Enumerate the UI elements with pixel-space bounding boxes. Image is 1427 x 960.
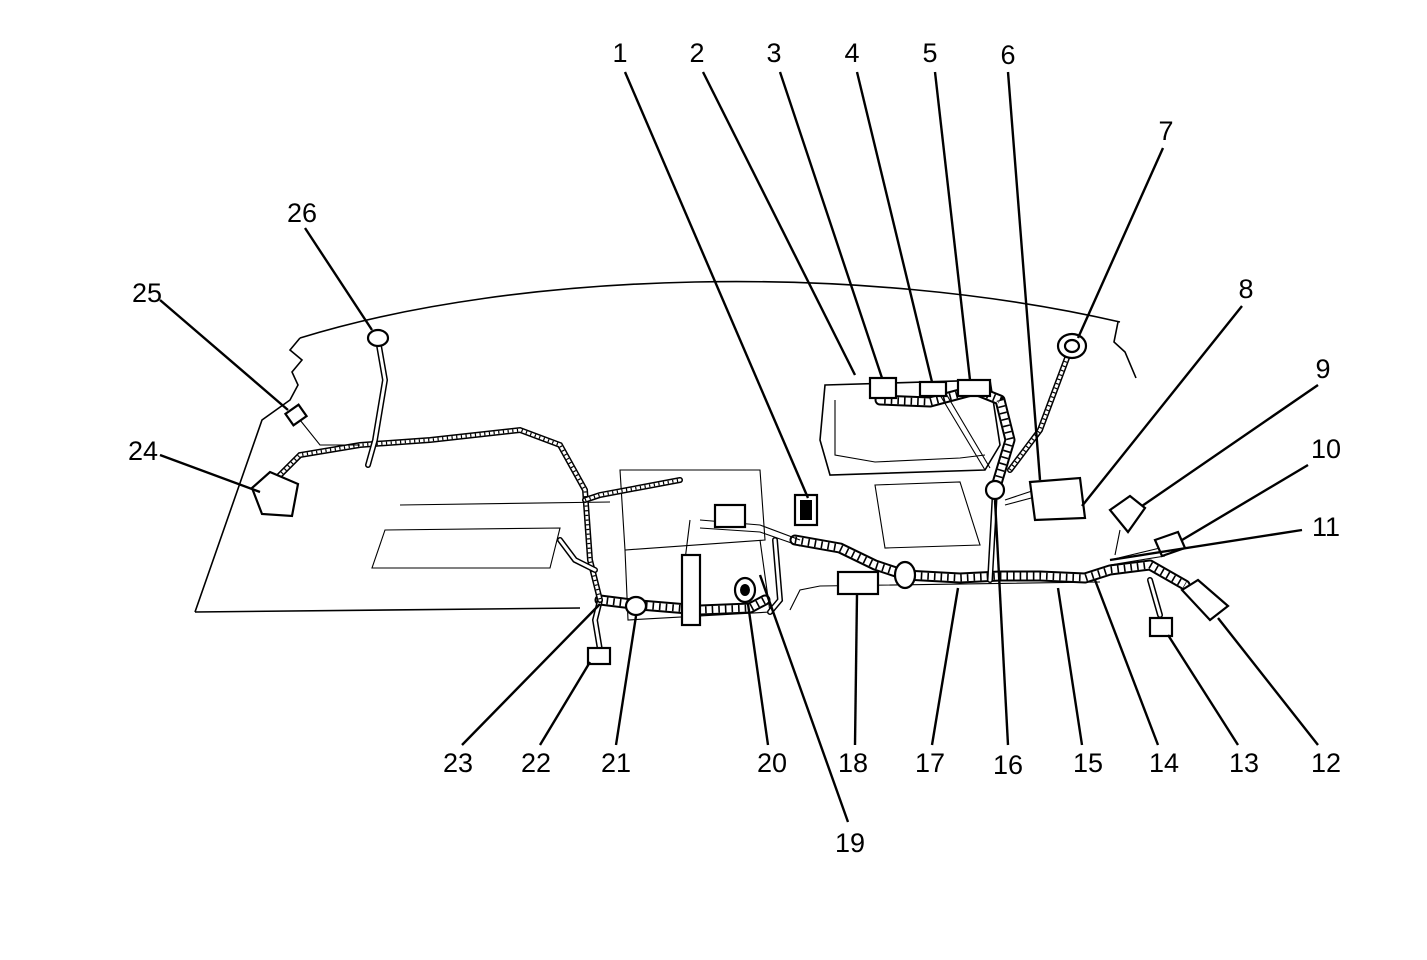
callout-19: 19 [835,828,865,858]
grommet-16 [984,479,1006,501]
callout-16: 16 [993,750,1023,780]
connector-24 [250,470,300,518]
leader-lines [159,71,1319,823]
callout-20: 20 [757,748,787,778]
grommet-26 [366,328,390,348]
instrument-panel-outline [194,280,1137,621]
connector-5 [956,378,992,398]
callout-5: 5 [922,38,937,68]
connector-13 [1148,616,1174,638]
connector-4 [918,380,948,398]
callout-15: 15 [1073,748,1103,778]
callout-13: 13 [1229,748,1259,778]
callout-10: 10 [1311,434,1341,464]
callout-11: 11 [1312,512,1340,542]
callout-4: 4 [844,38,859,68]
connector-9 [1108,494,1147,534]
callout-23: 23 [443,748,473,778]
callout-17: 17 [915,748,945,778]
connector-22 [586,646,612,666]
callout-24: 24 [128,436,158,466]
callout-2: 2 [689,38,704,68]
callout-3: 3 [766,38,781,68]
connector-25 [283,403,309,427]
left-dash-wiring [272,337,801,603]
grommet-21 [624,595,648,617]
callout-25: 25 [132,278,162,308]
callout-1: 1 [612,38,627,68]
bracket [680,553,702,627]
connector-12 [1180,578,1230,622]
callout-14: 14 [1149,748,1179,778]
relay-block [713,503,747,529]
callout-labels: 1 2 3 4 5 6 7 8 9 10 11 12 13 14 15 16 1… [128,38,1341,858]
callout-7: 7 [1158,116,1173,146]
clip-17 [893,560,917,590]
callout-22: 22 [521,748,551,778]
callout-9: 9 [1315,354,1330,384]
callout-12: 12 [1311,748,1341,778]
connector-8 [1028,476,1087,522]
callout-18: 18 [838,748,868,778]
connector-3 [868,376,898,400]
callout-8: 8 [1238,274,1253,304]
callout-21: 21 [601,748,631,778]
components [250,328,1230,666]
connector-18 [836,570,880,596]
callout-26: 26 [287,198,317,228]
callout-6: 6 [1000,40,1015,70]
